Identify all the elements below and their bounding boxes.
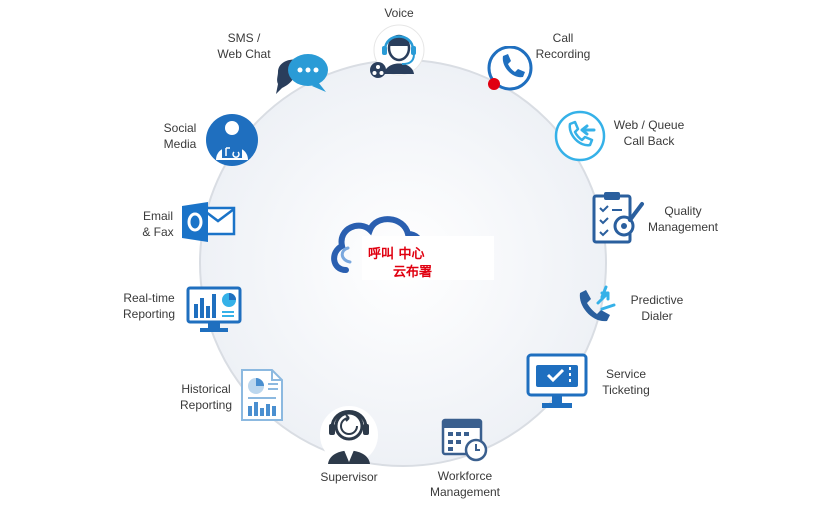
- center-title-line1: 呼叫 中心: [368, 247, 425, 262]
- phone-outgoing-icon: [579, 285, 616, 322]
- center-title-line2: 云布署: [393, 265, 433, 280]
- chat-bubbles-icon: [276, 54, 328, 94]
- phone-callback-icon: [554, 110, 606, 162]
- calendar-clock-icon: [441, 418, 488, 462]
- agent-headset-icon: [370, 24, 425, 78]
- report-document-icon: [241, 369, 283, 421]
- outlook-mail-icon: [182, 202, 236, 242]
- phone-recording-icon: [487, 46, 533, 91]
- supervisor-label: Supervisor: [320, 470, 378, 484]
- center-label-box: [362, 236, 494, 280]
- monitor-chart-icon: [186, 286, 242, 332]
- sms-label: SMS /Web Chat: [217, 31, 271, 61]
- social-person-icon: [206, 114, 258, 166]
- voice-label: Voice: [384, 6, 414, 20]
- monitor-ticket-icon: [526, 353, 588, 408]
- email-label: Email& Fax: [142, 209, 174, 239]
- supervisor-headset-icon: [320, 406, 378, 464]
- clipboard-gear-icon: [592, 192, 644, 244]
